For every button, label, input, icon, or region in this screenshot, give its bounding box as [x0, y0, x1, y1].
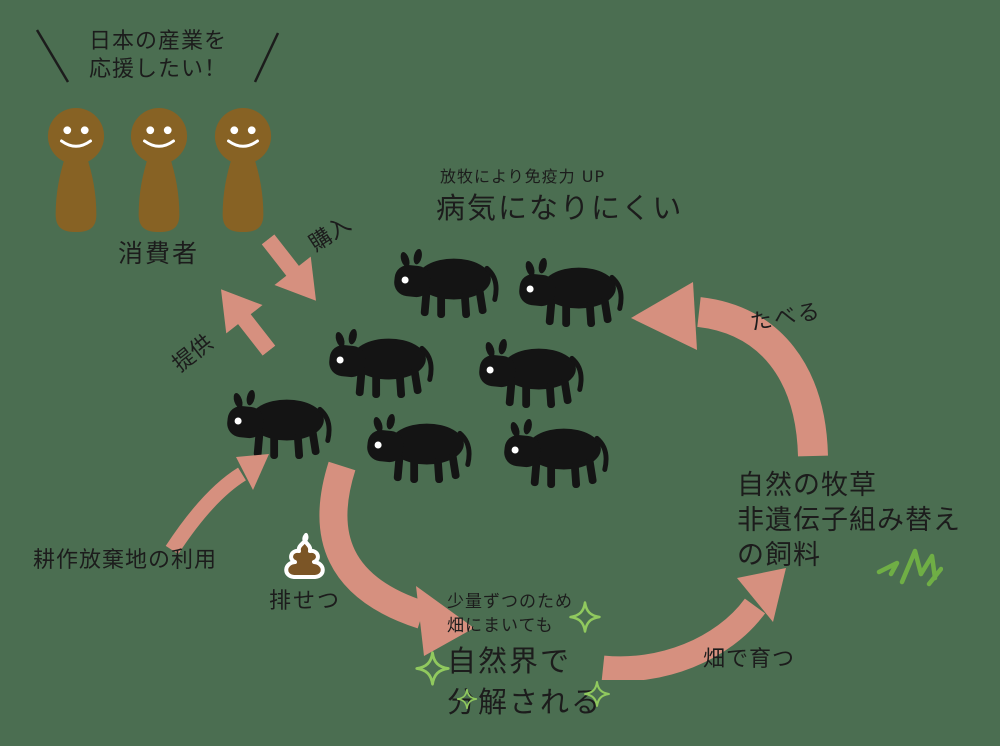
decompose-headline: 自然界で分解される: [447, 641, 602, 723]
fallow-land-label: 耕作放棄地の利用: [33, 548, 218, 573]
decompose-line2: 分解される: [447, 685, 603, 719]
eat-arrow-icon: [631, 282, 828, 457]
immunity-headline: 病気になりにくい: [436, 191, 684, 225]
speech-emphasis-marks: [35, 29, 280, 83]
decompose-arrow-icon: [319, 461, 474, 656]
consumers-label: 消費者: [118, 239, 200, 268]
decompose-note1: 少量ずつのため: [447, 592, 573, 612]
decompose-line1: 自然界で: [447, 644, 572, 678]
feed-text: 自然の牧草非遺伝子組み替えの飼料: [737, 468, 961, 573]
immunity-note: 放牧により免疫力 UP: [440, 167, 606, 186]
person-icon: [211, 108, 275, 234]
feed-line3: の飼料: [737, 540, 821, 571]
excrete-label: 排せつ: [269, 589, 342, 614]
decompose-note: 少量ずつのため畑にまいても: [447, 590, 573, 638]
person-icon: [44, 108, 108, 234]
cow-icon: [478, 333, 586, 409]
consumer-wish-text: 日本の産業を応援したい！: [78, 28, 238, 84]
consumer-wish-line2: 応援したい！: [88, 57, 227, 82]
cow-icon: [503, 413, 611, 489]
cow-icon: [328, 323, 436, 399]
cow-icon: [518, 252, 626, 328]
consumer-wish-line1: 日本の産業を: [88, 29, 227, 54]
feed-line1: 自然の牧草: [737, 470, 877, 501]
provide-label: 提供: [168, 330, 219, 378]
feed-line2: 非遺伝子組み替え: [737, 505, 961, 536]
decompose-note2: 畑にまいても: [447, 616, 554, 636]
grow-arrow-icon: [601, 568, 786, 680]
cow-icon: [393, 243, 501, 319]
grass-icon: [876, 548, 943, 587]
grow-label: 畑で育つ: [703, 647, 796, 672]
poop-icon: [284, 533, 325, 579]
purchase-label: 購入: [305, 212, 356, 258]
person-icon: [127, 108, 191, 234]
fallow-arrow-icon: [165, 454, 269, 555]
